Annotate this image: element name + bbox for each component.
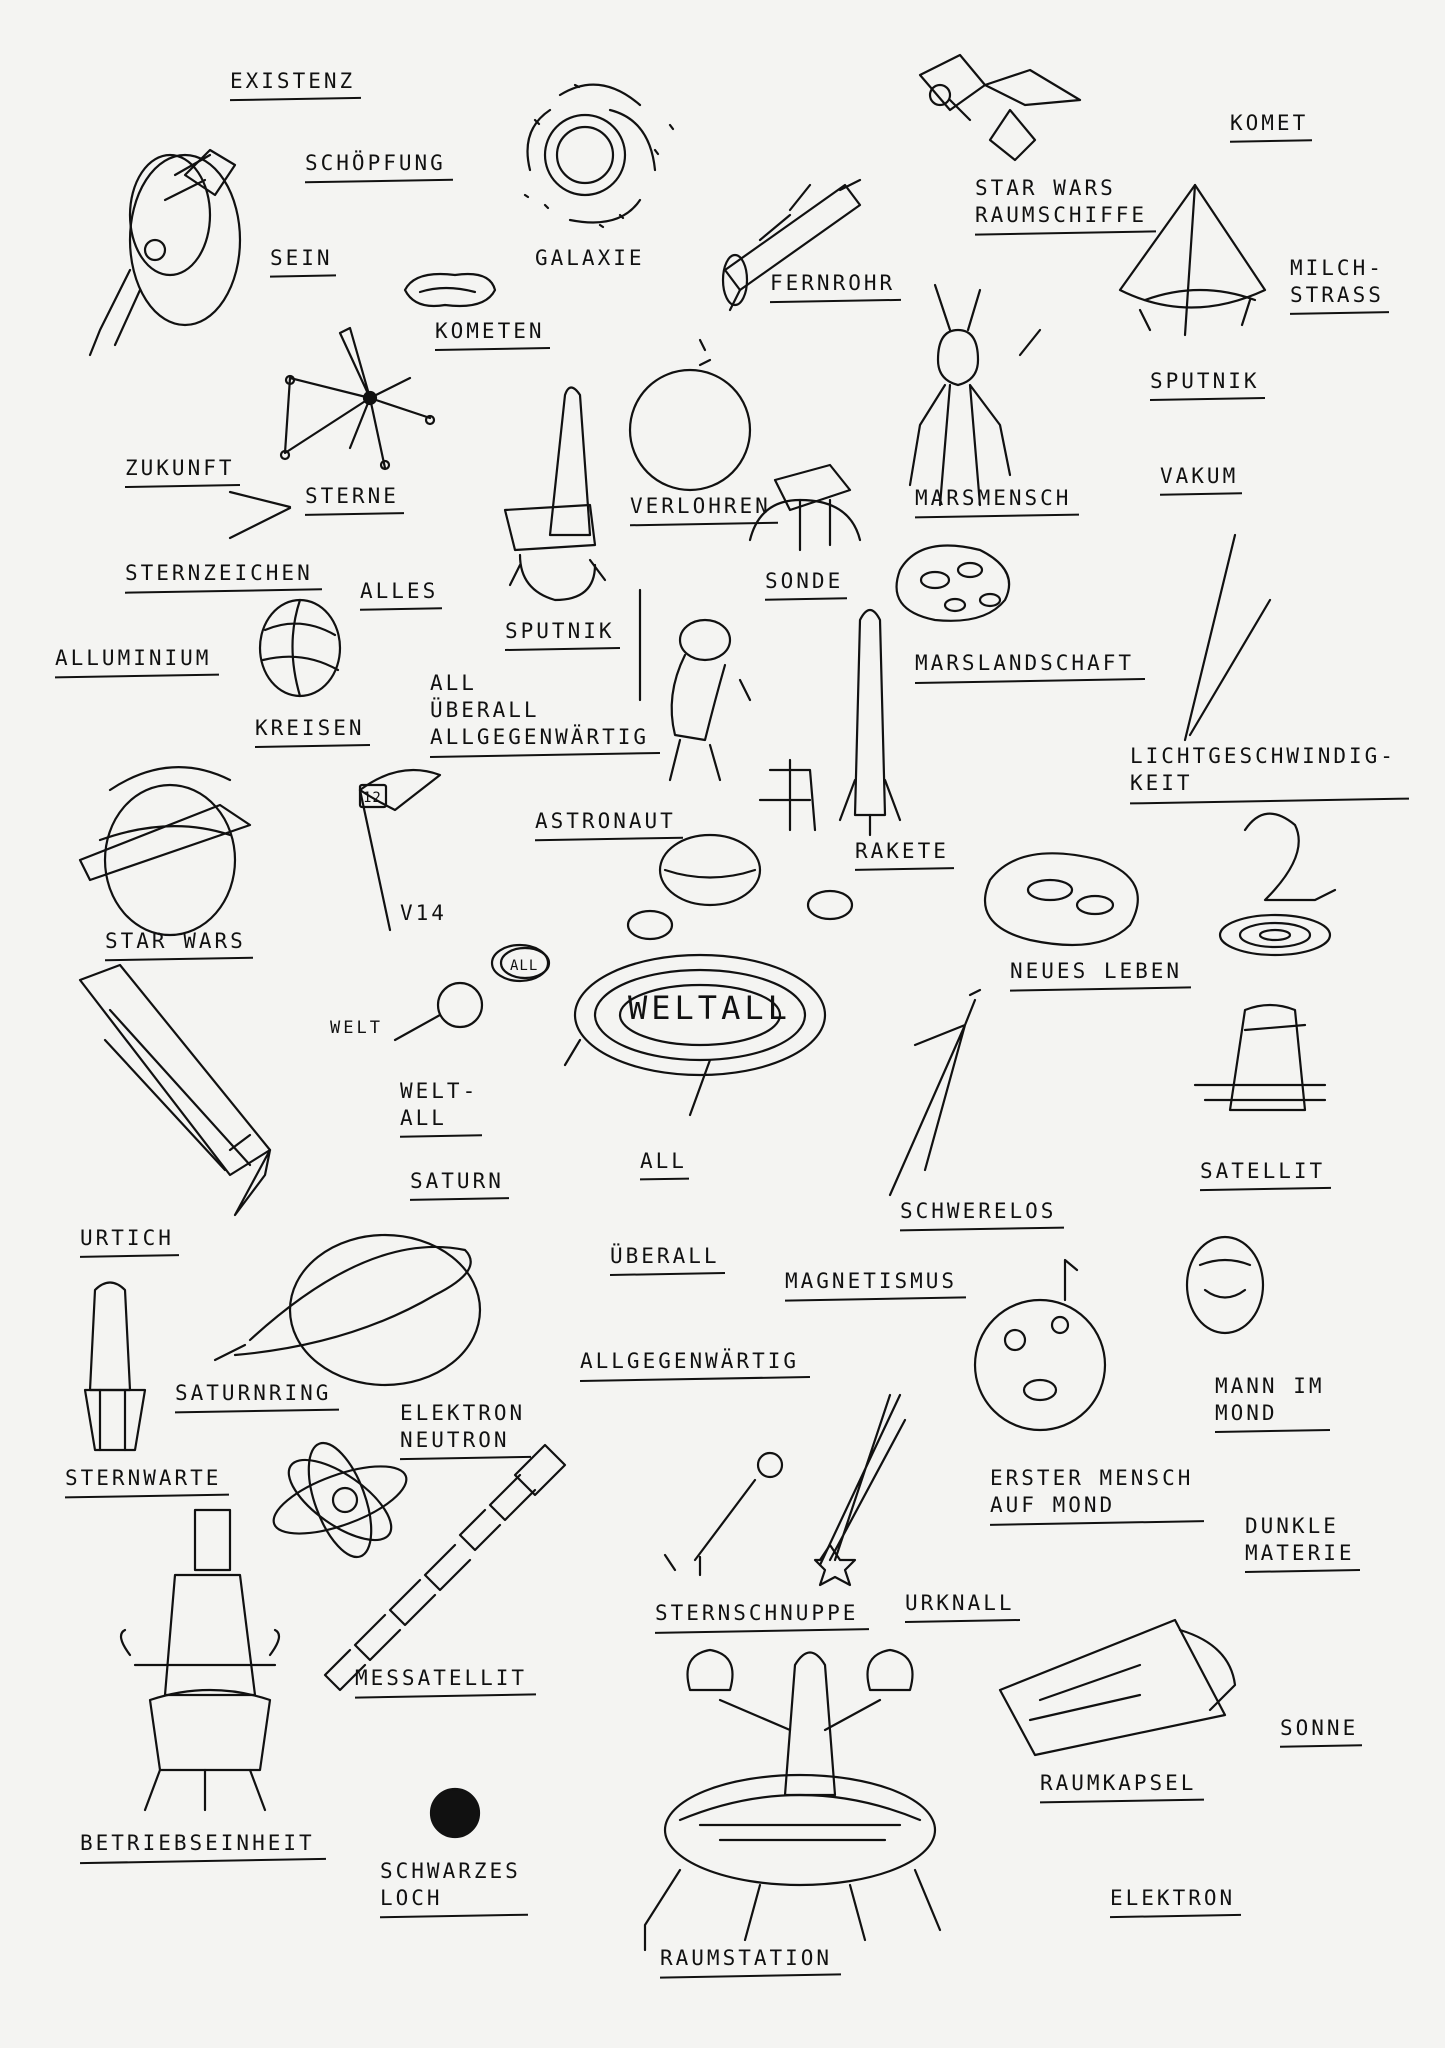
label-neues-leben: NEUES LEBEN bbox=[1010, 958, 1182, 990]
label-erster-mensch: ERSTER MENSCH AUF MOND bbox=[990, 1465, 1193, 1524]
label-zukunft: ZUKUNFT bbox=[125, 455, 235, 487]
observatory-icon bbox=[83, 1281, 147, 1452]
label-mann-im-mond: MANN IM MOND bbox=[1215, 1373, 1325, 1432]
rocket-tower-icon bbox=[503, 386, 607, 602]
falling-figure-icon bbox=[888, 988, 982, 1197]
label-starwars: STAR WARS bbox=[105, 928, 246, 960]
label-marsmensch: MARSMENSCH bbox=[915, 485, 1071, 517]
shooting-star-icon bbox=[663, 1393, 907, 1587]
moon-face-icon bbox=[1185, 1235, 1265, 1335]
label-rakete: RAKETE bbox=[855, 838, 949, 870]
label-ueberall-center: ÜBERALL bbox=[610, 1243, 720, 1275]
martian-icon bbox=[908, 283, 1042, 507]
mars-rock-icon bbox=[895, 544, 1011, 622]
label-sein: SEIN bbox=[270, 245, 333, 277]
label-sterne: STERNE bbox=[305, 483, 399, 515]
number-two-icon bbox=[1218, 812, 1337, 957]
label-fernrohr: FERNROHR bbox=[770, 270, 895, 302]
label-all-ueberall-top: ALL ÜBERALL ALLGEGENWÄRTIG bbox=[430, 670, 649, 756]
label-astronaut: ASTRONAUT bbox=[535, 808, 676, 840]
label-urknall: URKNALL bbox=[905, 1590, 1015, 1622]
constellation-icon bbox=[279, 326, 436, 471]
rocket-capsule-icon bbox=[88, 148, 242, 357]
label-messatellit: MESSATELLIT bbox=[355, 1665, 527, 1697]
rocket-icon bbox=[838, 608, 902, 837]
label-saturnring: SATURNRING bbox=[175, 1380, 331, 1412]
tie-fighter-icon bbox=[918, 53, 1082, 162]
label-welt: WELT bbox=[330, 1018, 383, 1038]
black-hole-icon bbox=[429, 1787, 481, 1839]
ribbon-planet-icon bbox=[258, 598, 342, 698]
label-sputnik-mid: SPUTNIK bbox=[505, 618, 615, 650]
space-capsule-icon bbox=[998, 1618, 1237, 1757]
label-saturn: SATURN bbox=[410, 1168, 504, 1200]
asteroid-icons bbox=[490, 833, 854, 983]
label-v14: V14 bbox=[400, 901, 447, 925]
label-dunkle-materie: DUNKLE MATERIE bbox=[1245, 1513, 1355, 1572]
shuttle-icon bbox=[78, 963, 272, 1217]
label-schwarzes-loch: SCHWARZES LOCH bbox=[380, 1858, 521, 1917]
connector-lines bbox=[228, 490, 292, 540]
label-starwars-raumschiffe: STAR WARS RAUMSCHIFFE bbox=[975, 175, 1147, 234]
crater-moon-icon bbox=[973, 1258, 1107, 1432]
saturn-small-icon bbox=[393, 981, 484, 1042]
label-sternwarte: STERNWARTE bbox=[65, 1465, 221, 1497]
starwars-ship-icon bbox=[78, 766, 252, 937]
label-betriebseinheit: BETRIEBSEINHEIT bbox=[80, 1830, 315, 1862]
satellite-dish-icon bbox=[1193, 1003, 1327, 1112]
label-alles: ALLES bbox=[360, 578, 438, 610]
label-allgegenwaertig-center: ALLGEGENWÄRTIG bbox=[580, 1348, 799, 1380]
new-life-pond-icon bbox=[984, 852, 1139, 947]
lander-icon bbox=[119, 1508, 281, 1812]
space-station-icon bbox=[643, 1648, 942, 1952]
label-sternzeichen: STERNZEICHEN bbox=[125, 560, 313, 592]
label-sternschnuppe: STERNSCHNUPPE bbox=[655, 1600, 858, 1632]
planet-icon bbox=[628, 338, 752, 492]
astronaut-icon bbox=[638, 588, 752, 782]
sputnik-icon bbox=[1118, 183, 1267, 337]
label-all-center: ALL bbox=[640, 1148, 687, 1180]
label-satellit: SATELLIT bbox=[1200, 1158, 1325, 1190]
telescope-icon bbox=[721, 178, 862, 312]
label-elektron-neutron: ELEKTRON NEUTRON bbox=[400, 1400, 525, 1459]
label-kometen: KOMETEN bbox=[435, 318, 545, 350]
label-alluminium: ALLUMINIUM bbox=[55, 645, 211, 677]
label-sonde: SONDE bbox=[765, 568, 843, 600]
label-galaxie: GALAXIE bbox=[535, 246, 645, 270]
flag-icon bbox=[358, 768, 442, 932]
galaxy-icon bbox=[523, 83, 675, 229]
saturn-icon bbox=[213, 1233, 482, 1387]
label-lichtgeschwindigkeit: LICHTGESCHWINDIG- KEIT bbox=[1130, 743, 1396, 802]
label-magnetismus: MAGNETISMUS bbox=[785, 1268, 957, 1300]
label-sonne: SONNE bbox=[1280, 1715, 1358, 1747]
label-weltall-center: WELTALL bbox=[628, 989, 791, 1027]
label-verlohren: VERLOHREN bbox=[630, 493, 771, 525]
light-beam-icon bbox=[1183, 533, 1272, 742]
label-urtich: URTICH bbox=[80, 1225, 174, 1257]
label-elektron: ELEKTRON bbox=[1110, 1885, 1235, 1917]
label-komet: KOMET bbox=[1230, 110, 1308, 142]
label-weltall-small: WELT- ALL bbox=[400, 1078, 478, 1137]
flag-number: 12 bbox=[363, 790, 382, 806]
label-kreisen: KREISEN bbox=[255, 715, 365, 747]
label-schoepfung: SCHÖPFUNG bbox=[305, 150, 446, 182]
label-sputnik-top: SPUTNIK bbox=[1150, 368, 1260, 400]
weltall-rings-icon bbox=[499, 946, 827, 1117]
label-marslandschaft: MARSLANDSCHAFT bbox=[915, 650, 1134, 682]
label-milchstrass: MILCH- STRASS bbox=[1290, 255, 1384, 314]
antenna-icon bbox=[758, 758, 817, 832]
label-raumkapsel: RAUMKAPSEL bbox=[1040, 1770, 1196, 1802]
label-vakum: VAKUM bbox=[1160, 463, 1238, 495]
label-schwerelos: SCHWERELOS bbox=[900, 1198, 1056, 1230]
measuring-satellite-icon bbox=[323, 1443, 567, 1692]
comet-cloud-icon bbox=[403, 272, 497, 308]
badge-all: ALL bbox=[510, 958, 539, 974]
atom-icon bbox=[272, 1441, 408, 1559]
label-raumstation: RAUMSTATION bbox=[660, 1945, 832, 1977]
label-existenz: EXISTENZ bbox=[230, 68, 355, 100]
